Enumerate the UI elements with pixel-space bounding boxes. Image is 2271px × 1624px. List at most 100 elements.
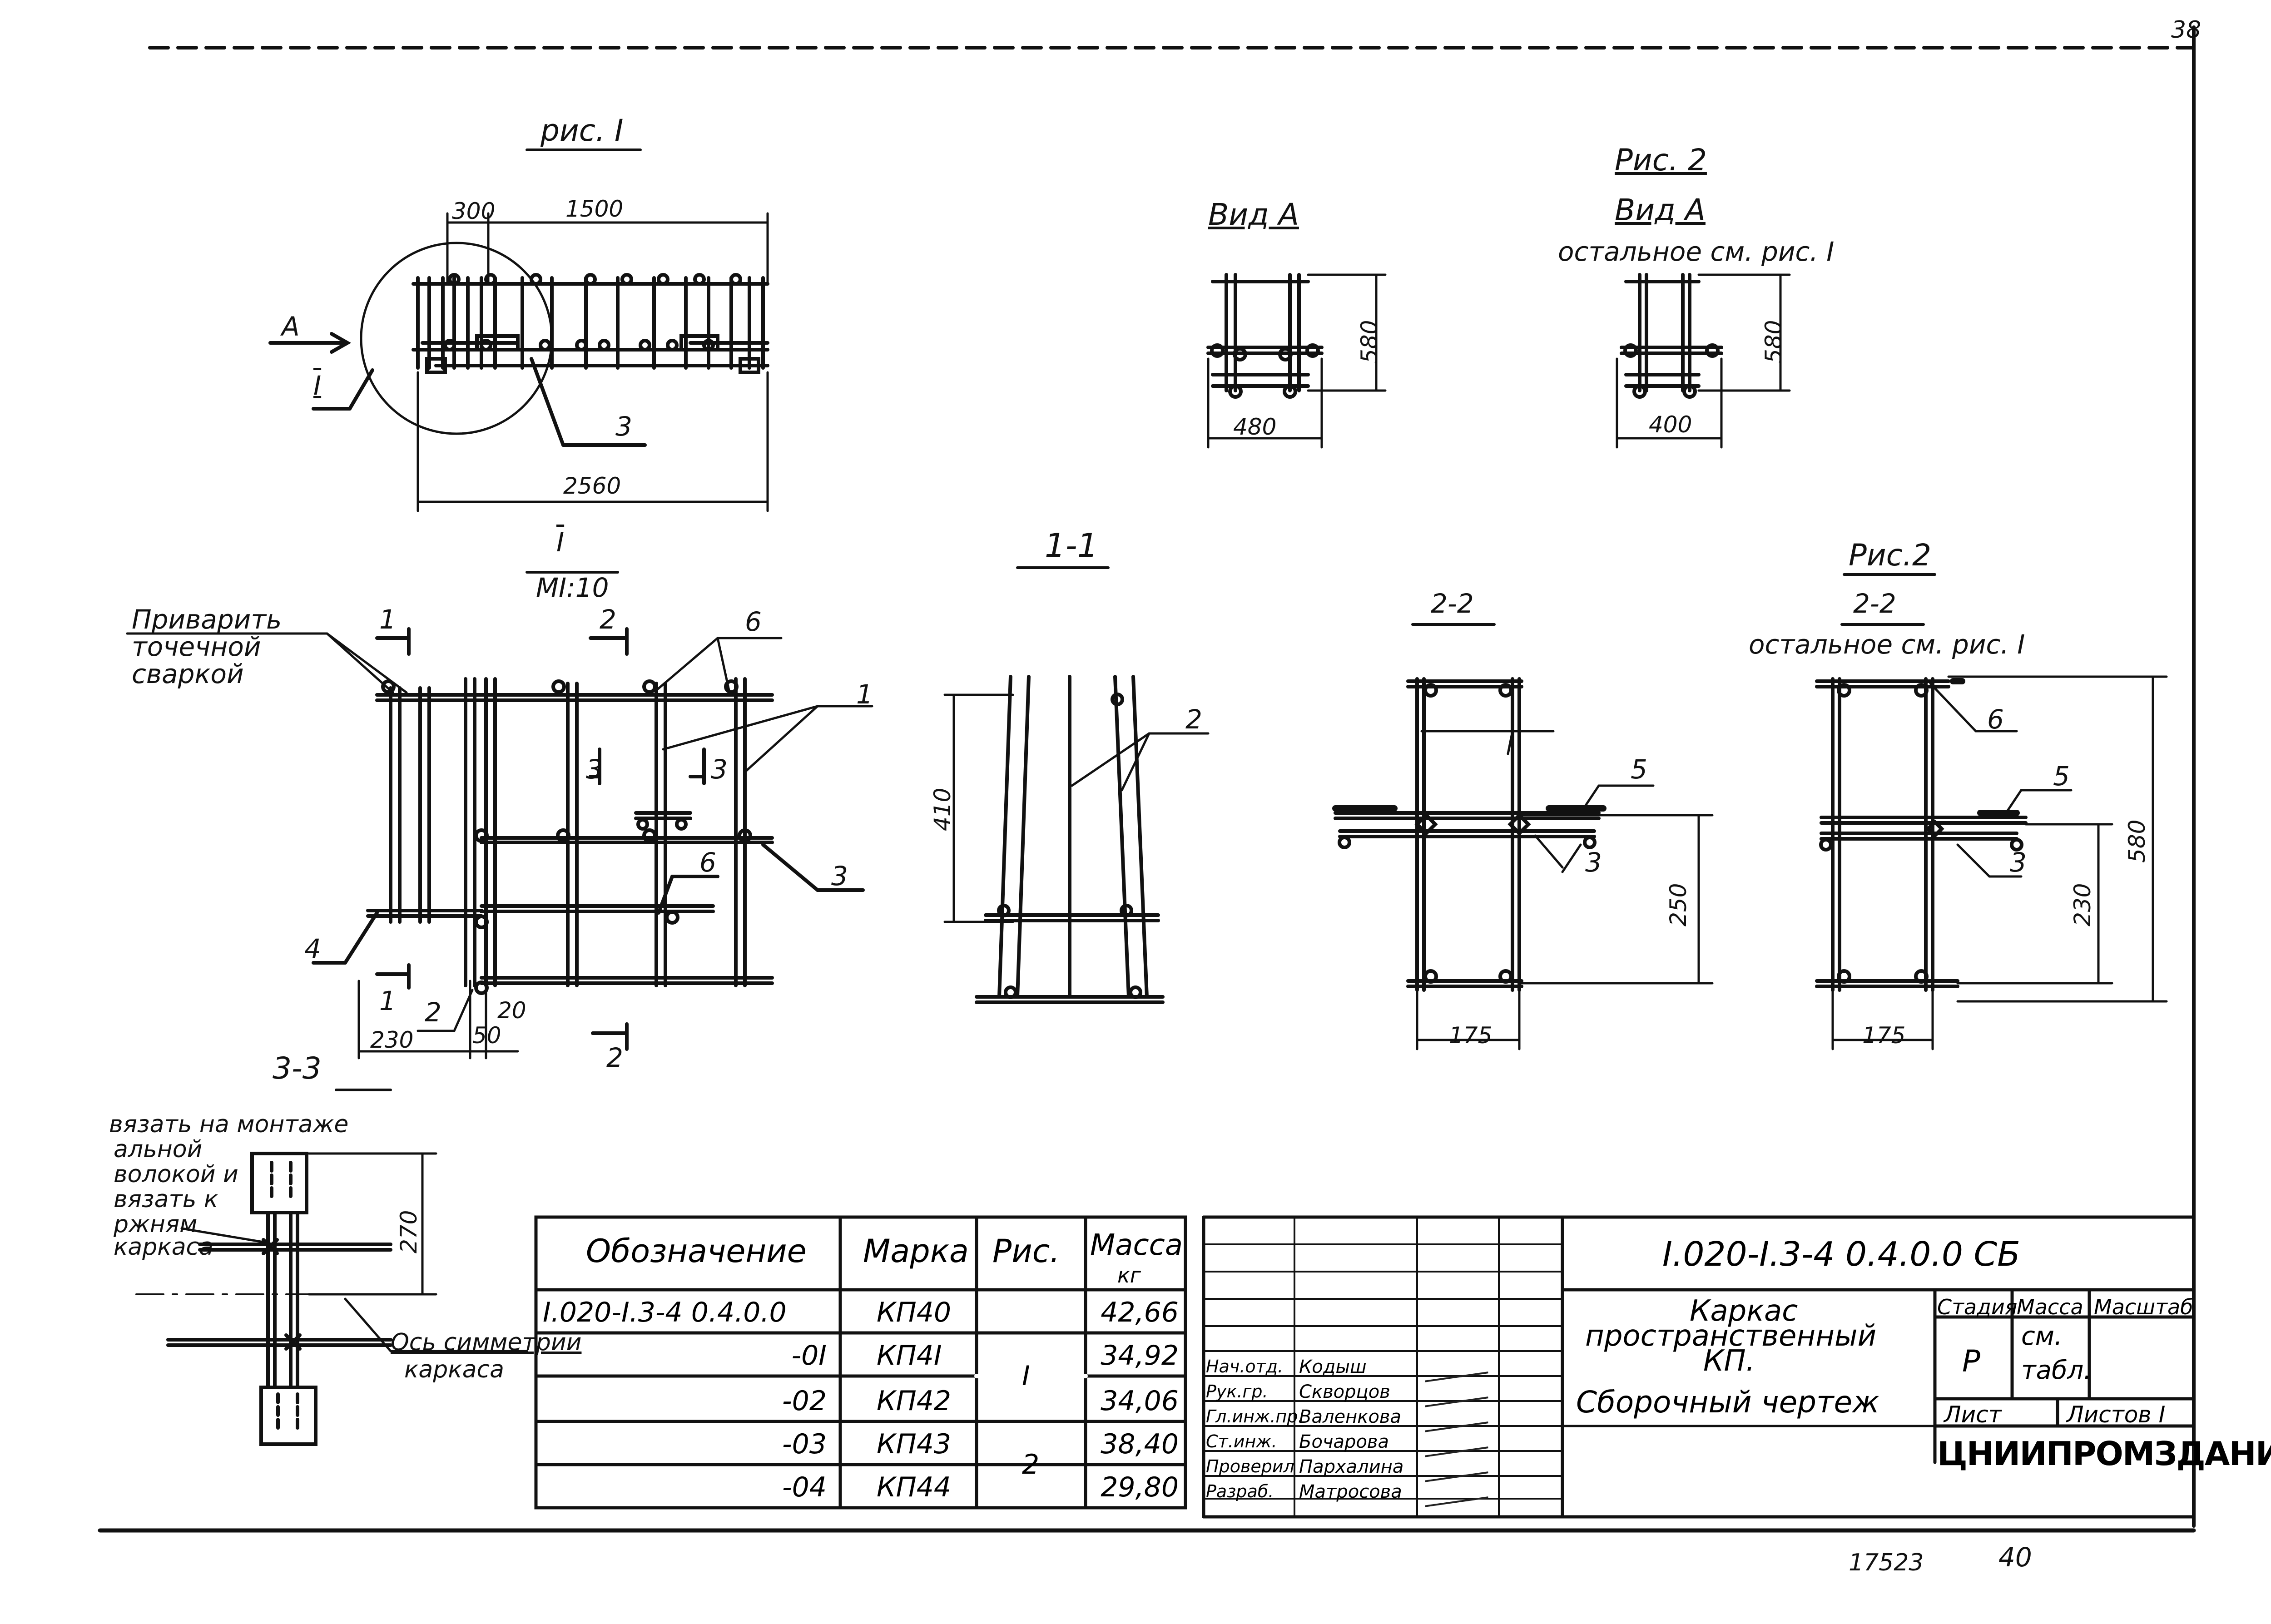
detail-i-sec-3-right: 3 bbox=[711, 754, 728, 785]
section-2-2-pos-3: 3 bbox=[1585, 847, 1602, 878]
document-code: I.020-I.3-4 0.4.0.0 СБ bbox=[1662, 1235, 2020, 1274]
fig1-stud bbox=[598, 339, 610, 352]
detail-i-pos-3: 3 bbox=[831, 861, 848, 891]
detail-i-sec-2-bottom: 2 bbox=[606, 1042, 623, 1073]
detail-i-pos-2: 2 bbox=[425, 997, 441, 1028]
detail-i-pos-1: 1 bbox=[856, 679, 873, 710]
section-2-2-fig2-dim-175: 175 bbox=[1862, 1022, 1906, 1049]
fig1-dim-300: 300 bbox=[452, 198, 496, 224]
section-1-1-pos-2: 2 bbox=[1185, 704, 1202, 735]
spec-row-designation: -03 bbox=[782, 1428, 827, 1460]
section-3-3-note-4: вязать к bbox=[114, 1186, 218, 1213]
bottom-number-left: 17523 bbox=[1849, 1549, 1924, 1576]
view-a-fig2 bbox=[1616, 273, 1791, 449]
signature-name: Скворцов bbox=[1299, 1381, 1390, 1402]
fig1-view-arrow-label: А bbox=[282, 311, 300, 342]
view-a bbox=[1206, 273, 1387, 449]
fig1-pos-3: 3 bbox=[615, 411, 632, 442]
section-2-2-dim-250: 250 bbox=[1665, 883, 1691, 926]
title-sheets-label: Листов I bbox=[2067, 1401, 2166, 1428]
section-2-2-fig2-pos-5: 5 bbox=[2053, 761, 2070, 792]
section-3-3-axis-note-2: каркаса bbox=[404, 1356, 505, 1383]
spec-header-mark: Марка bbox=[863, 1233, 969, 1270]
view-a-dim-480: 480 bbox=[1233, 414, 1277, 440]
view-a-title: Вид А bbox=[1208, 197, 1299, 232]
fig1-elevation bbox=[268, 212, 769, 512]
spec-header-mass-unit: кг bbox=[1117, 1263, 1141, 1287]
signature-name: Валенкова bbox=[1299, 1406, 1401, 1427]
title-mass-label: Масса bbox=[2017, 1295, 2083, 1319]
fig1-stud bbox=[620, 273, 633, 286]
section-2-2-fig2-dim-580: 580 bbox=[2124, 819, 2150, 863]
spec-row-mark: КП44 bbox=[877, 1471, 952, 1503]
spec-row-mark: КП42 bbox=[877, 1385, 952, 1417]
section-2-2-fig2-pos-6: 6 bbox=[1987, 704, 2004, 735]
spec-table-lines bbox=[534, 1215, 1187, 1510]
fig1-stud bbox=[575, 339, 588, 352]
section-3-3-note-2: альной bbox=[114, 1136, 203, 1163]
signature-role: Разраб. bbox=[1206, 1481, 1274, 1501]
signature-role: Ст.инж. bbox=[1206, 1431, 1277, 1451]
detail-i-pos-6b: 6 bbox=[699, 847, 716, 878]
fig1-stud bbox=[657, 273, 669, 286]
spec-row-fig: 2 bbox=[1022, 1449, 1040, 1480]
detail-i-sec-1: 1 bbox=[379, 604, 396, 635]
signature-name: Матросова bbox=[1299, 1481, 1402, 1502]
title-scale-label: Масштаб bbox=[2094, 1295, 2193, 1319]
section-2-2-fig2-caption: Рис.2 bbox=[1849, 538, 1931, 573]
fig1-plate bbox=[475, 334, 520, 352]
fig1-dim-1500: 1500 bbox=[565, 196, 624, 222]
spec-row-fig: I bbox=[1022, 1360, 1030, 1392]
signature-name: Пархалина bbox=[1299, 1456, 1404, 1477]
section-3-3-note-5: ржням bbox=[114, 1211, 198, 1238]
section-2-2-title: 2-2 bbox=[1431, 588, 1474, 619]
section-3-3-axis-note-1: Ось симметрии bbox=[391, 1329, 582, 1356]
signature-role: Рук.гр. bbox=[1206, 1381, 1268, 1401]
spec-header-mass: Масса bbox=[1090, 1228, 1183, 1262]
detail-i-sec-2: 2 bbox=[600, 604, 616, 635]
section-2-2-pos-5: 5 bbox=[1631, 754, 1647, 785]
view-a-dim-580: 580 bbox=[1356, 320, 1383, 363]
title-stage-value: Р bbox=[1962, 1344, 1980, 1379]
spec-row-mass: 42,66 bbox=[1101, 1297, 1179, 1328]
title-name-line-1: Каркас bbox=[1690, 1294, 1798, 1328]
fig1-title: рис. I bbox=[540, 113, 624, 148]
detail-i-dim-20: 20 bbox=[497, 997, 526, 1024]
section-2-2-fig2-title: 2-2 bbox=[1853, 588, 1896, 619]
section-3-3 bbox=[135, 1152, 528, 1446]
spec-row-mass: 38,40 bbox=[1101, 1428, 1179, 1460]
signature-name: Кодыш bbox=[1299, 1357, 1367, 1377]
section-1-1-dim-410: 410 bbox=[929, 787, 956, 831]
section-3-3-note-1: вязать на монтаже bbox=[109, 1111, 349, 1138]
title-name-line-2: пространственный bbox=[1585, 1319, 1877, 1353]
organization-name: ЦНИИПРОМЗДАНИЙ bbox=[1937, 1435, 2271, 1473]
signature-role: Гл.инж.пр. bbox=[1206, 1406, 1304, 1426]
fig1-stud bbox=[448, 273, 461, 286]
detail-i bbox=[126, 571, 873, 1091]
section-2-2-fig2-pos-3: 3 bbox=[2010, 847, 2027, 878]
fig2-note: остальное см. рис. I bbox=[1558, 236, 1835, 267]
detail-i-sec-1-bottom: 1 bbox=[379, 985, 396, 1016]
section-1-1 bbox=[943, 566, 1210, 1004]
title-mass-value-1: см. bbox=[2021, 1322, 2063, 1351]
spec-row-mass: 29,80 bbox=[1101, 1471, 1179, 1503]
fig2-caption: Рис. 2 bbox=[1615, 143, 1707, 178]
spec-row-designation: I.020-I.3-4 0.4.0.0 bbox=[543, 1297, 787, 1328]
fig1-plate bbox=[679, 334, 719, 352]
bottom-number-right: 40 bbox=[1998, 1542, 2032, 1573]
fig1-stud bbox=[639, 339, 651, 352]
signature-role: Проверил bbox=[1206, 1456, 1294, 1476]
fig1-plate bbox=[425, 357, 447, 374]
title-name-line-4: Сборочный чертеж bbox=[1576, 1385, 1879, 1420]
section-3-3-title: 3-3 bbox=[273, 1051, 322, 1086]
section-2-2-dim-175: 175 bbox=[1449, 1022, 1493, 1049]
fig1-dim-2560: 2560 bbox=[563, 473, 621, 499]
spec-row-designation: -04 bbox=[782, 1471, 827, 1503]
section-3-3-note-3: волокой и bbox=[114, 1161, 238, 1188]
spec-row-mark: КП4I bbox=[877, 1340, 942, 1371]
spec-row-mark: КП40 bbox=[877, 1297, 952, 1328]
section-2-2-fig2 bbox=[1815, 573, 2168, 1050]
detail-i-dim-50: 50 bbox=[472, 1022, 501, 1049]
title-block-lines bbox=[1202, 1215, 2196, 1519]
